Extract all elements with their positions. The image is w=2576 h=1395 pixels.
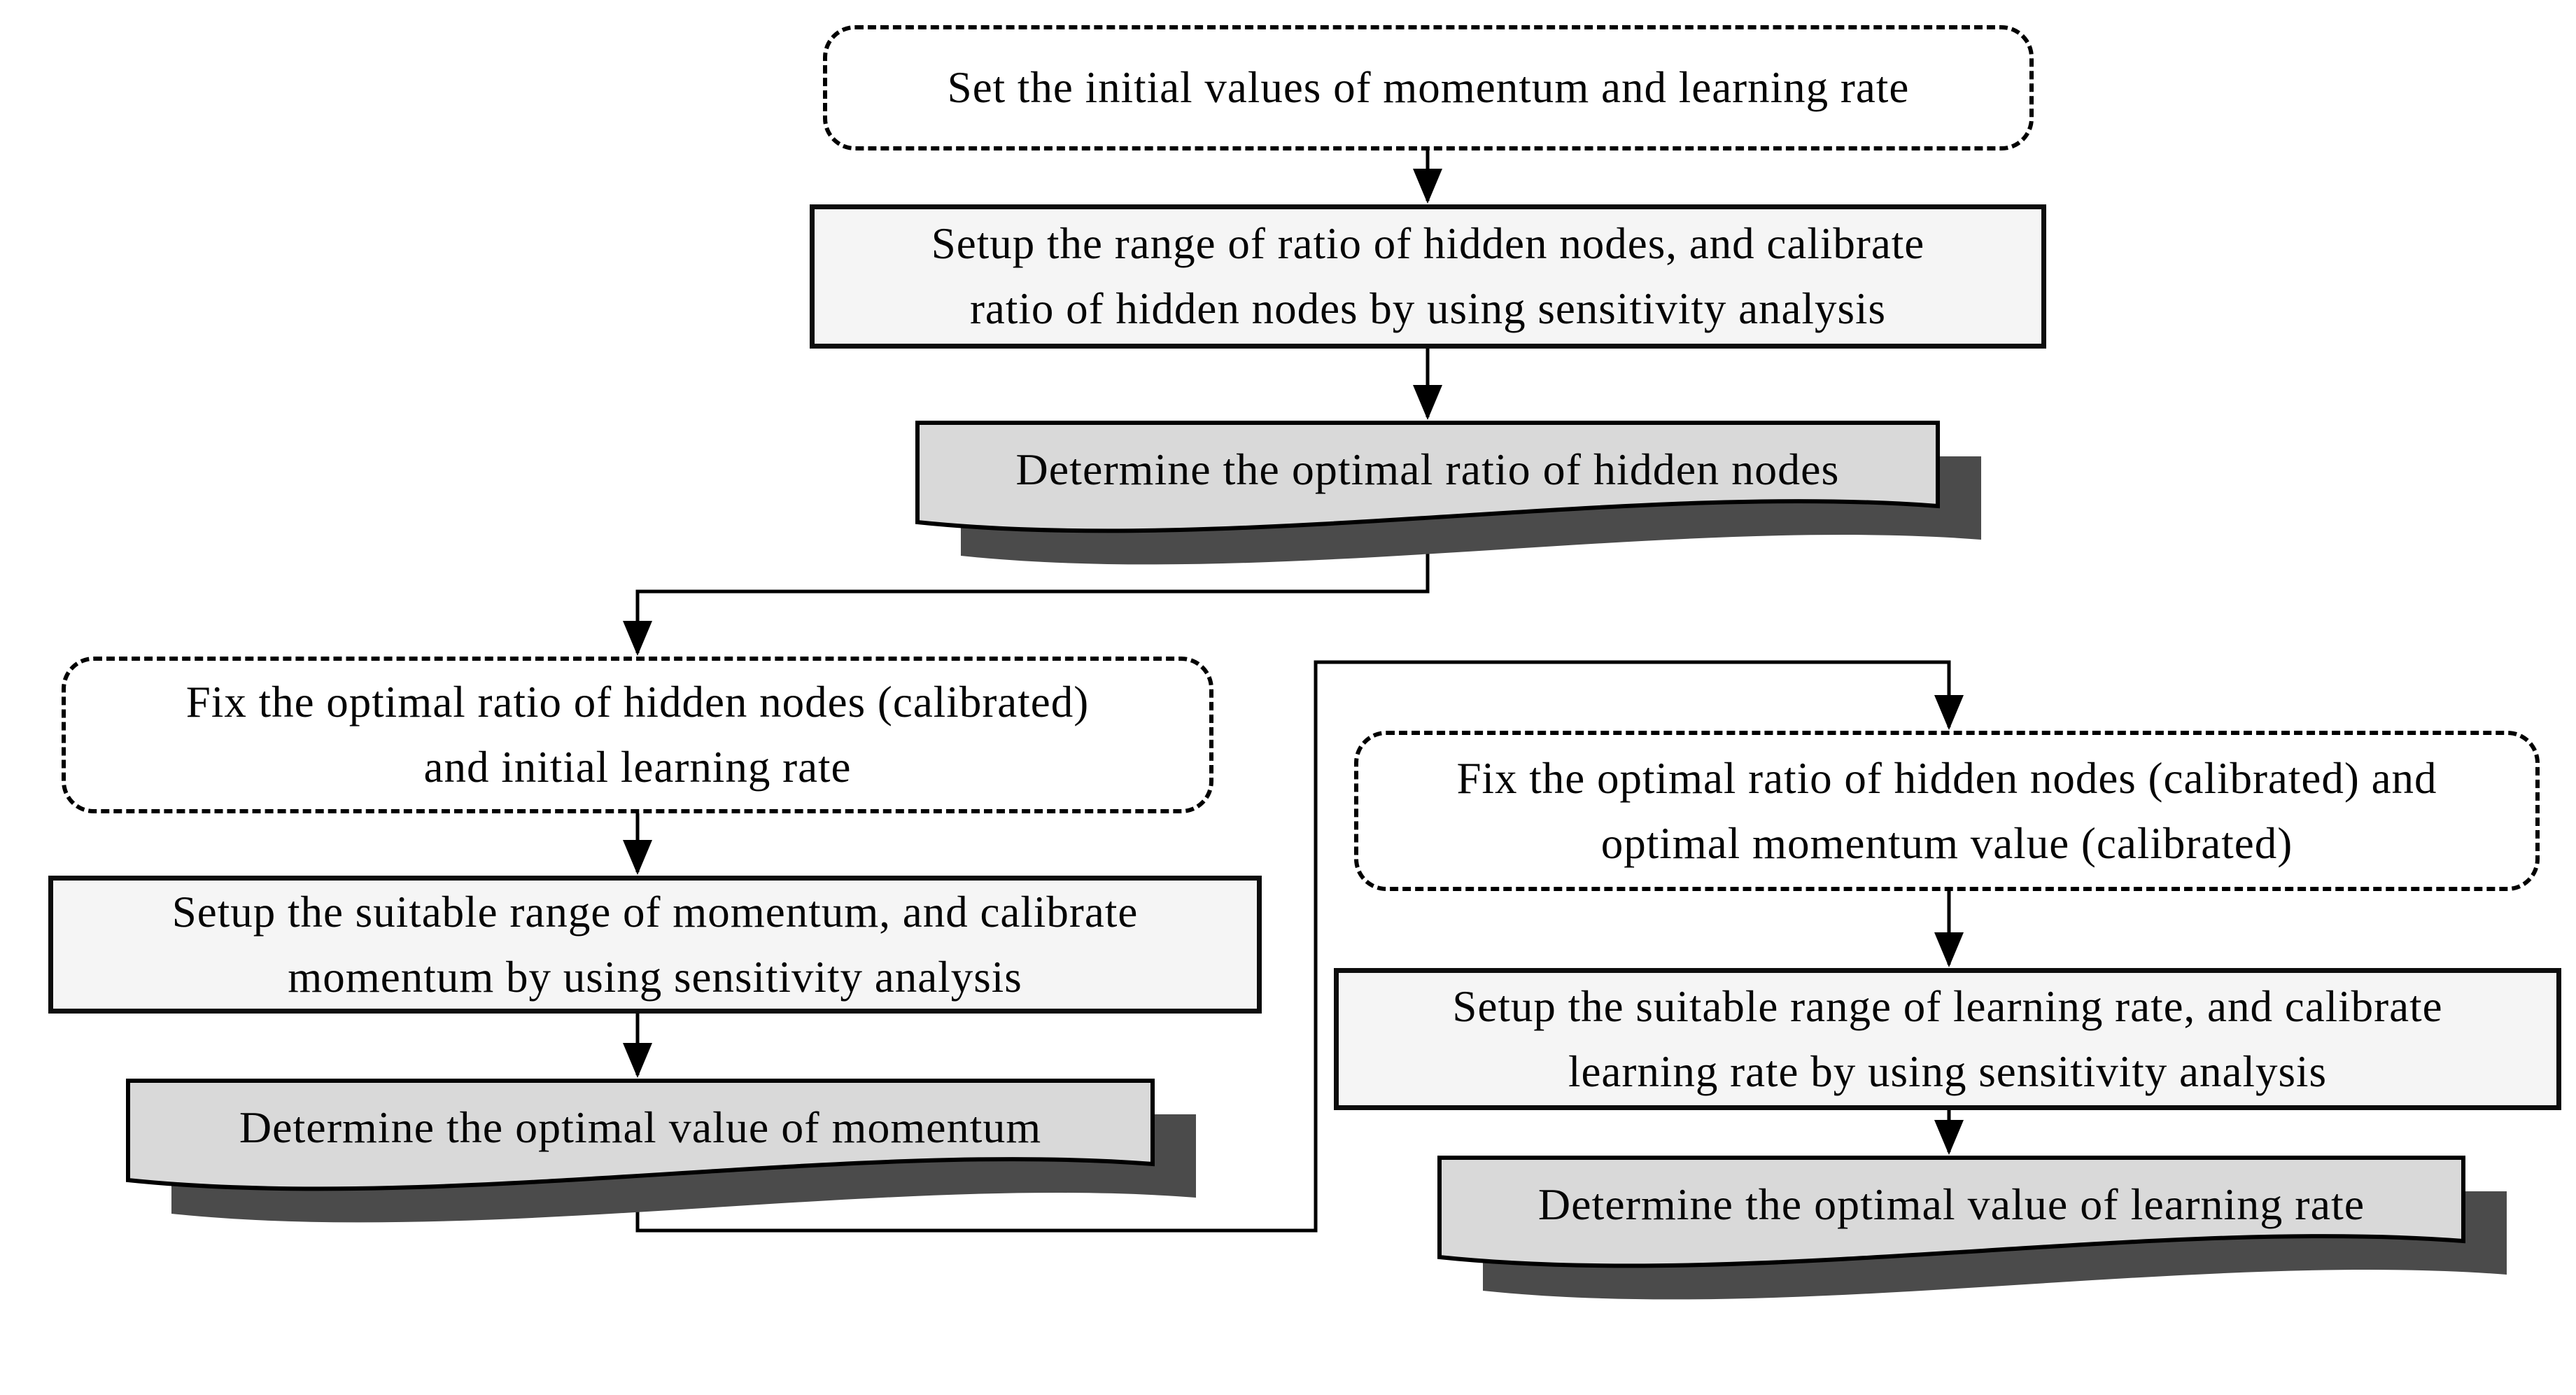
node-setup-momentum-range: Setup the suitable range of momentum, an… bbox=[48, 876, 1262, 1014]
node-label: Determine the optimal value of learning … bbox=[1537, 1179, 2365, 1229]
node-label: momentum by using sensitivity analysis bbox=[288, 952, 1022, 1002]
node-label: Setup the suitable range of momentum, an… bbox=[171, 887, 1139, 937]
node-fix-hidden-ratio-initial-lr: Fix the optimal ratio of hidden nodes (c… bbox=[62, 657, 1213, 813]
node-fix-hidden-ratio-momentum: Fix the optimal ratio of hidden nodes (c… bbox=[1354, 731, 2540, 891]
node-setup-hidden-nodes-range: Setup the range of ratio of hidden nodes… bbox=[810, 204, 2046, 349]
document-body bbox=[915, 421, 1940, 533]
document-determine-learning-rate: Determine the optimal value of learning … bbox=[1437, 1156, 2529, 1366]
node-label: Determine the optimal ratio of hidden no… bbox=[1015, 444, 1840, 494]
node-label: Determine the optimal value of momentum bbox=[239, 1102, 1042, 1152]
node-set-initial-values: Set the initial values of momentum and l… bbox=[823, 25, 2034, 150]
document-shape bbox=[126, 1079, 1196, 1223]
edge-determine-momentum-to-fix-hidden-momentum bbox=[635, 660, 1964, 1233]
document-determine-hidden-ratio: Determine the optimal ratio of hidden no… bbox=[915, 421, 2007, 631]
node-label: Fix the optimal ratio of hidden nodes (c… bbox=[185, 678, 1090, 727]
node-label: optimal momentum value (calibrated) bbox=[1600, 818, 2293, 868]
document-determine-momentum: Determine the optimal value of momentum bbox=[126, 1079, 1218, 1289]
node-label: Fix the optimal ratio of hidden nodes (c… bbox=[1456, 753, 2437, 803]
document-body bbox=[1437, 1156, 2465, 1268]
node-setup-learning-rate-range: Setup the suitable range of learning rat… bbox=[1334, 968, 2561, 1110]
document-shape bbox=[1437, 1156, 2507, 1300]
node-label: Setup the range of ratio of hidden nodes… bbox=[931, 219, 1925, 268]
node-label: and initial learning rate bbox=[423, 743, 852, 792]
document-body bbox=[126, 1079, 1155, 1191]
node-label: ratio of hidden nodes by using sensitivi… bbox=[969, 284, 1887, 333]
node-label: Set the initial values of momentum and l… bbox=[947, 63, 1910, 112]
node-label: Setup the suitable range of learning rat… bbox=[1452, 981, 2443, 1031]
document-shape bbox=[915, 421, 1981, 565]
node-label: learning rate by using sensitivity analy… bbox=[1568, 1046, 2328, 1096]
